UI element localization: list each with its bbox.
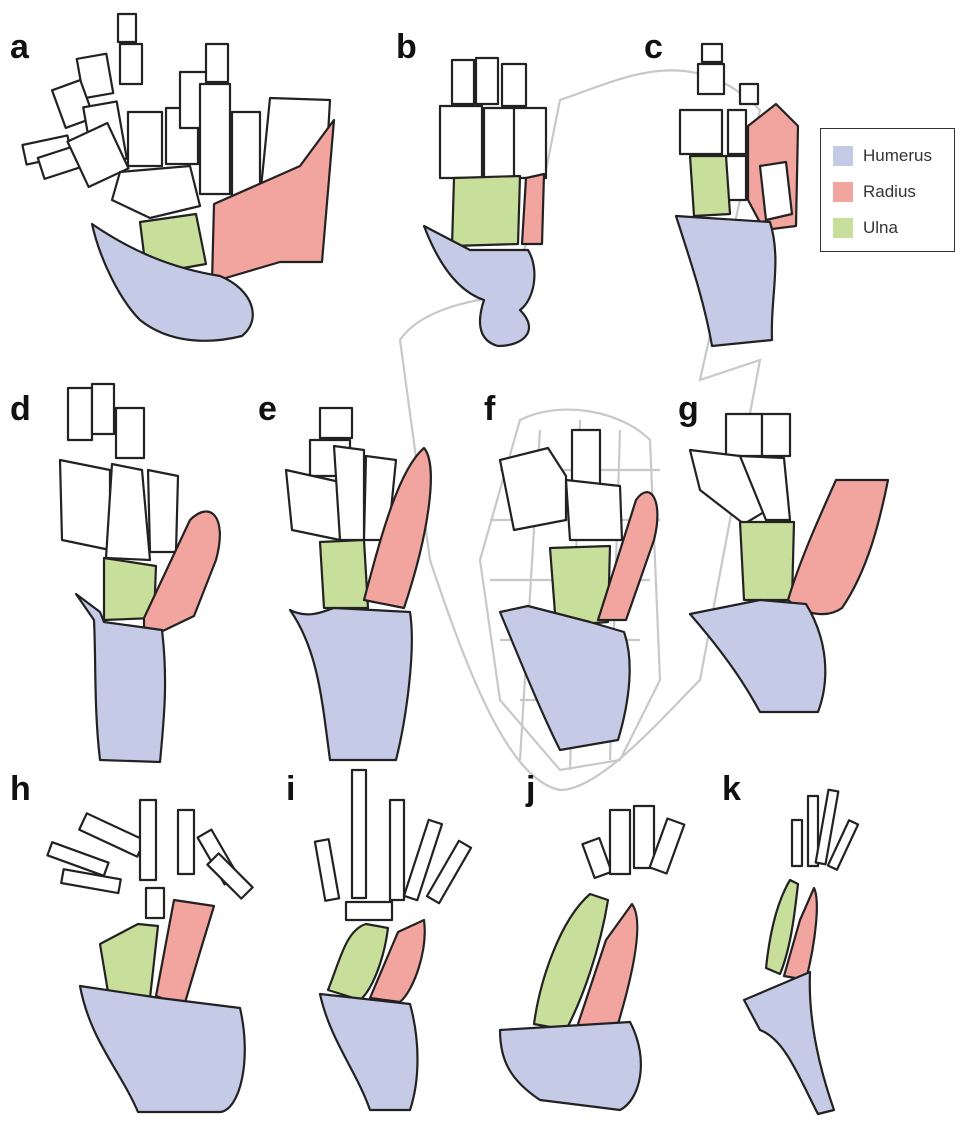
legend-label-ulna: Ulna [863,218,898,238]
humerus-i [320,994,418,1110]
ulna-c [690,156,730,216]
digit-bones-b [440,58,546,178]
digit-bones-f [500,430,622,540]
panel-label-k: k [722,770,741,808]
panel-a [22,14,334,341]
radius-g [788,480,888,614]
legend-label-humerus: Humerus [863,146,932,166]
humerus-g [690,600,825,712]
panel-c [676,44,798,346]
panel-d [60,384,220,762]
humerus-e [290,608,412,760]
ulna-b [452,176,520,246]
humerus-f [500,606,630,750]
legend-swatch-ulna [833,218,853,238]
legend-item-ulna: Ulna [833,215,898,241]
panel-label-a: a [10,28,30,66]
digit-bones-j [582,806,684,878]
legend-label-radius: Radius [863,182,916,202]
panel-label-j: j [525,770,535,808]
legend-swatch-humerus [833,146,853,166]
digit-bones-e [286,408,396,540]
panel-label-b: b [396,28,417,66]
legend-swatch-radius [833,182,853,202]
humerus-c [676,216,775,346]
radius-b [522,174,544,244]
ulna-e [320,540,368,608]
ulna-g [740,522,794,600]
digit-bones-k [792,790,858,870]
ulna-h [100,924,158,998]
panel-i [315,770,471,1110]
panel-j [500,806,684,1110]
panel-k [744,790,858,1114]
legend-item-humerus: Humerus [833,143,932,169]
legend-item-radius: Radius [833,179,916,205]
panel-h [47,800,252,1112]
panel-label-h: h [10,770,31,808]
panel-label-c: c [644,28,663,66]
panel-label-g: g [678,390,699,428]
panel-e [286,408,431,760]
panel-label-f: f [484,390,496,428]
digit-bones-d [60,384,178,560]
humerus-k [744,972,834,1114]
digit-bones-g [690,414,790,524]
humerus-h [80,986,245,1112]
panel-b [424,58,546,346]
panel-label-d: d [10,390,31,428]
panel-g [690,414,888,712]
digit-bones-i [315,770,471,920]
panel-label-e: e [258,390,277,428]
panel-label-i: i [286,770,295,808]
humerus-j [500,1022,641,1110]
digit-bones-h [47,800,252,918]
legend: Humerus Radius Ulna [820,128,955,252]
